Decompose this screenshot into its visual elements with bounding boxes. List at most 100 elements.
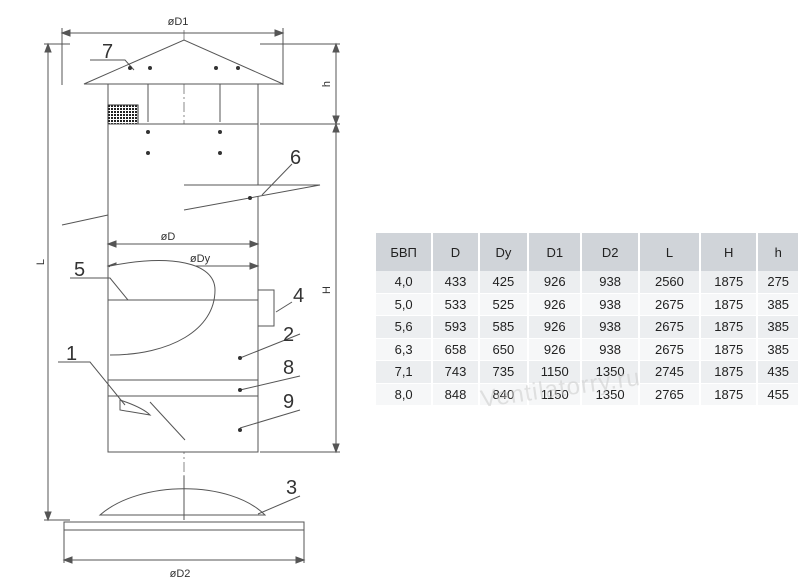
table-cell: 926 [528, 315, 583, 339]
hood-roof [83, 39, 284, 85]
duct-plate [183, 184, 321, 211]
table-cell: 840 [478, 383, 530, 406]
rivet [236, 66, 240, 70]
table-cell: 385 [757, 315, 800, 339]
d-arrow-left [106, 240, 117, 248]
callout-8: 8 [283, 357, 294, 379]
table-header-row: БВП D Dy D1 D2 L H h [376, 233, 800, 271]
callout-2: 2 [283, 324, 294, 346]
callout-3: 3 [286, 477, 297, 499]
leader-8 [239, 375, 301, 391]
table-cell: 1875 [700, 315, 759, 339]
rivet [214, 66, 218, 70]
table-cell: 425 [478, 271, 530, 294]
d1-arrow-left [60, 29, 71, 37]
table-header-cell: D1 [528, 233, 583, 271]
table-cell: 1875 [700, 383, 759, 406]
table-cell: 1150 [528, 360, 583, 384]
table-cell: 938 [581, 338, 640, 361]
table-cell: 593 [432, 315, 480, 339]
rivet [238, 428, 242, 432]
table-cell: 8,0 [376, 383, 434, 406]
label-d1: øD1 [168, 16, 189, 28]
l-arrow-top [44, 42, 52, 53]
motor-box [257, 289, 275, 327]
d2-arrow-right [295, 556, 306, 564]
table-cell: 658 [432, 338, 480, 361]
table-cell: 1875 [700, 360, 759, 384]
table-cell: 2560 [638, 271, 702, 294]
label-d: øD [161, 231, 176, 243]
impeller-blade [109, 260, 216, 356]
rivet [146, 130, 150, 134]
table-cell: 525 [478, 293, 530, 316]
rivet [146, 151, 150, 155]
table-header-cell: D [432, 233, 480, 271]
rivet [248, 196, 252, 200]
table-cell: 926 [528, 271, 583, 294]
table-cell: 1875 [700, 271, 759, 294]
rivet [238, 356, 242, 360]
table-cell: 2675 [638, 293, 702, 316]
table-cell: 1875 [700, 293, 759, 316]
h-arrow-bottom [332, 443, 340, 454]
rivet [148, 66, 152, 70]
rivet [238, 388, 242, 392]
table-cell: 435 [757, 360, 800, 384]
leader-5 [70, 277, 129, 301]
table-cell: 4,0 [376, 271, 434, 294]
table-cell: 455 [757, 383, 800, 406]
table-header-cell: L [638, 233, 702, 271]
table-cell: 2675 [638, 338, 702, 361]
label-d2: øD2 [170, 568, 191, 580]
table-cell: 2745 [638, 360, 702, 384]
fan-casing [107, 123, 259, 397]
lower-strut [149, 401, 186, 441]
callout-6: 6 [290, 147, 301, 169]
table-cell: 848 [432, 383, 480, 406]
table-cell: 2675 [638, 315, 702, 339]
lower-vane [119, 399, 152, 416]
leader-3 [257, 495, 301, 515]
table-cell: 938 [581, 271, 640, 294]
table-cell: 1150 [528, 383, 583, 406]
leader-4 [275, 301, 293, 313]
base-plate [63, 521, 305, 531]
callout-9: 9 [283, 391, 294, 413]
callout-5: 5 [74, 259, 85, 281]
table-cell: 735 [478, 360, 530, 384]
table-cell: 7,1 [376, 360, 434, 384]
table-cell: 938 [581, 293, 640, 316]
table-header-cell: D2 [581, 233, 640, 271]
table-cell: 938 [581, 315, 640, 339]
table-cell: 433 [432, 271, 480, 294]
callout-7: 7 [102, 41, 113, 63]
leader-2 [239, 333, 301, 359]
table-cell: 5,6 [376, 315, 434, 339]
h-arrow-top [332, 122, 340, 133]
table-cell: 1875 [700, 338, 759, 361]
table-header-cell: h [757, 233, 800, 271]
label-h: H [321, 286, 333, 294]
table-cell: 2765 [638, 383, 702, 406]
callout-1: 1 [66, 343, 77, 365]
table-cell: 926 [528, 338, 583, 361]
table-cell: 533 [432, 293, 480, 316]
base-petals [98, 488, 267, 516]
table-cell: 650 [478, 338, 530, 361]
table-cell: 585 [478, 315, 530, 339]
rivet [218, 130, 222, 134]
leader-l [61, 214, 109, 226]
table-cell: 1350 [581, 360, 640, 384]
hsmall-arrow-top [332, 42, 340, 53]
table-cell: 6,3 [376, 338, 434, 361]
dy-arrow-right [249, 262, 260, 270]
label-dy: øDy [190, 253, 211, 265]
d1-arrow-right [274, 29, 285, 37]
table-cell: 1350 [581, 383, 640, 406]
table-cell: 385 [757, 338, 800, 361]
